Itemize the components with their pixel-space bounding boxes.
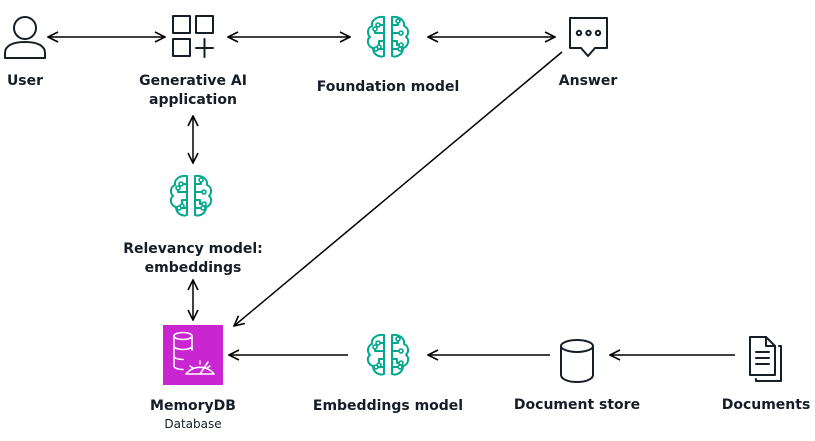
node-user: User [4,16,46,89]
brain-circuit-icon [169,174,213,217]
memorydb-sublabel: Database [164,417,221,431]
user-icon [4,16,46,59]
cylinder-database-icon [560,339,594,383]
node-genai-application: Generative AI application [139,15,247,108]
documents-label: Documents [722,397,811,413]
node-foundation-model: Foundation model [317,15,460,95]
node-document-store: Document store [514,339,640,413]
user-label: User [7,73,43,89]
docstore-label: Document store [514,397,640,413]
memorydb-database-icon [163,325,223,385]
node-memorydb: MemoryDB Database [150,325,236,431]
edge-answer-memorydb [234,51,563,326]
chat-bubble-icon [569,17,608,57]
genai-label-line1: Generative AI [139,73,247,89]
brain-circuit-icon [366,333,410,376]
node-relevancy-model: Relevancy model: embeddings [123,174,263,276]
documents-icon [749,336,782,382]
node-documents: Documents [722,336,811,413]
memorydb-label: MemoryDB [150,398,236,414]
genai-label-line2: application [149,92,237,108]
brain-circuit-icon [366,15,410,58]
foundation-label: Foundation model [317,79,460,95]
relevancy-label-line2: embeddings [145,260,242,276]
application-grid-icon [172,15,214,58]
node-answer: Answer [559,17,618,89]
node-embeddings-model: Embeddings model [313,333,463,414]
answer-label: Answer [559,73,618,89]
embeddings-label: Embeddings model [313,398,463,414]
relevancy-label-line1: Relevancy model: [123,241,263,257]
